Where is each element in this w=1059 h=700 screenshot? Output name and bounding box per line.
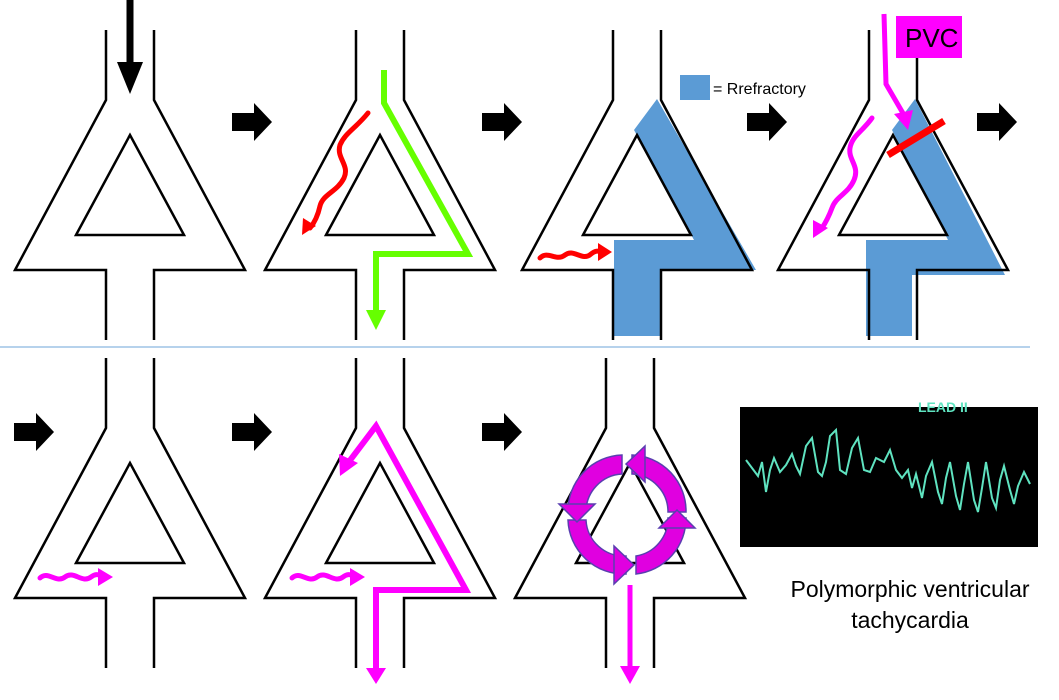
slow-wave-bottom [289, 568, 365, 586]
caption-line-2: tachycardia [851, 607, 969, 633]
refractory-legend: = Rrefractory [680, 75, 806, 100]
pvc-box: PVC [896, 16, 962, 58]
ecg-lead-label: LEAD II [918, 399, 968, 415]
slow-conduction-wave [537, 243, 612, 261]
conduction-block-mark [886, 118, 946, 158]
incoming-impulse-arrow [117, 0, 143, 94]
step-arrow-4 [977, 103, 1017, 141]
legend-label: = Rrefractory [713, 81, 806, 98]
slow-conduction-wave [302, 110, 371, 235]
step-arrow-2 [482, 103, 522, 141]
pvc-impulse-path [881, 13, 913, 130]
pvc-slow-wave [813, 115, 875, 238]
ecg-caption: Polymorphic ventricular tachycardia [760, 574, 1059, 636]
step-arrow-7 [482, 413, 522, 451]
ecg-strip: LEAD II [740, 399, 1038, 547]
refractory-region [866, 99, 1005, 336]
panel-6 [263, 356, 497, 670]
step-arrow-5 [14, 413, 54, 451]
reentry-path [339, 420, 472, 684]
step-arrow-3 [747, 103, 787, 141]
exit-impulse-arrow [620, 585, 640, 684]
refractory-swatch [680, 75, 710, 100]
panel-2 [263, 28, 497, 342]
step-arrow-6 [232, 413, 272, 451]
slow-wave-bottom [37, 568, 113, 586]
ecg-trace [745, 427, 1031, 513]
step-arrow-1 [232, 103, 272, 141]
caption-line-1: Polymorphic ventricular [790, 576, 1030, 602]
circus-movement-arrows [557, 444, 697, 586]
panel-5 [13, 356, 247, 670]
normal-conduction-path [366, 70, 474, 330]
pvc-label: PVC [905, 23, 958, 53]
